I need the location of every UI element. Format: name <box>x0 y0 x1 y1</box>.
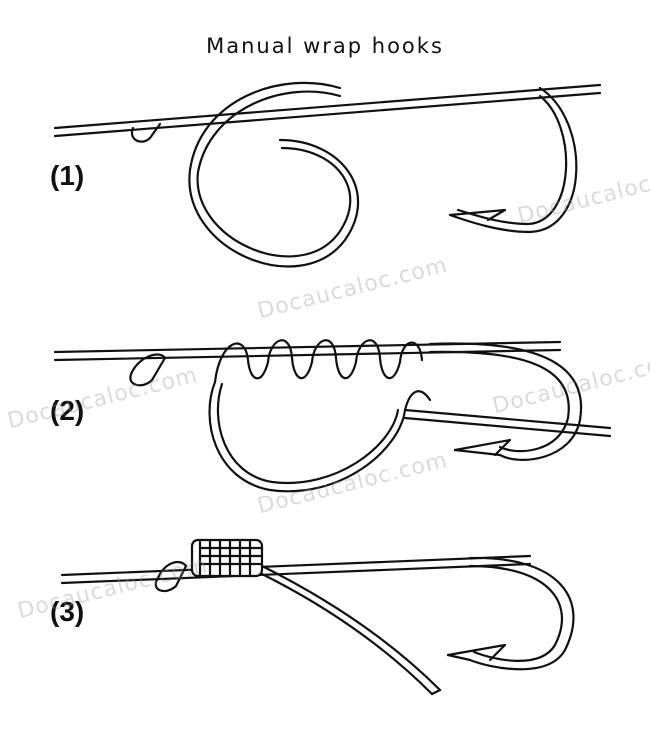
hook-bend-2-inner <box>428 350 570 453</box>
step-3-illustration <box>60 538 575 696</box>
hook-barb-1 <box>448 208 507 222</box>
step-2-illustration <box>53 339 612 493</box>
hook-barb-3 <box>446 643 507 662</box>
hook-shank-3 <box>60 554 532 585</box>
wrap-coils-2 <box>213 339 424 384</box>
diagram-title: Manual wrap hooks <box>206 34 444 58</box>
step-1-illustration <box>53 81 602 268</box>
hook-shank-1 <box>53 83 602 138</box>
line-loop-2 <box>208 380 432 493</box>
step-3-label: (3) <box>50 596 85 627</box>
wrap-coils-3 <box>198 538 264 578</box>
tag-end-2 <box>403 408 612 438</box>
hook-bend-1-inner <box>456 94 568 226</box>
hook-bend-1 <box>448 86 578 234</box>
hook-bend-3 <box>446 556 575 671</box>
line-tail-3 <box>260 564 442 696</box>
step-2-label: (2) <box>50 395 85 426</box>
hook-bend-2 <box>428 342 583 461</box>
line-loop-2-inner <box>216 382 400 485</box>
line-loop-1 <box>188 81 360 268</box>
hook-bend-3-inner <box>468 564 564 662</box>
line-tail-end-3 <box>430 688 442 696</box>
hook-eye-2 <box>129 353 167 387</box>
step-1-label: (1) <box>50 160 85 191</box>
hook-barb-2 <box>453 438 512 457</box>
hook-eye-1 <box>130 122 162 143</box>
line-loop-1-inner <box>196 90 352 258</box>
hook-eye-3 <box>154 560 188 593</box>
